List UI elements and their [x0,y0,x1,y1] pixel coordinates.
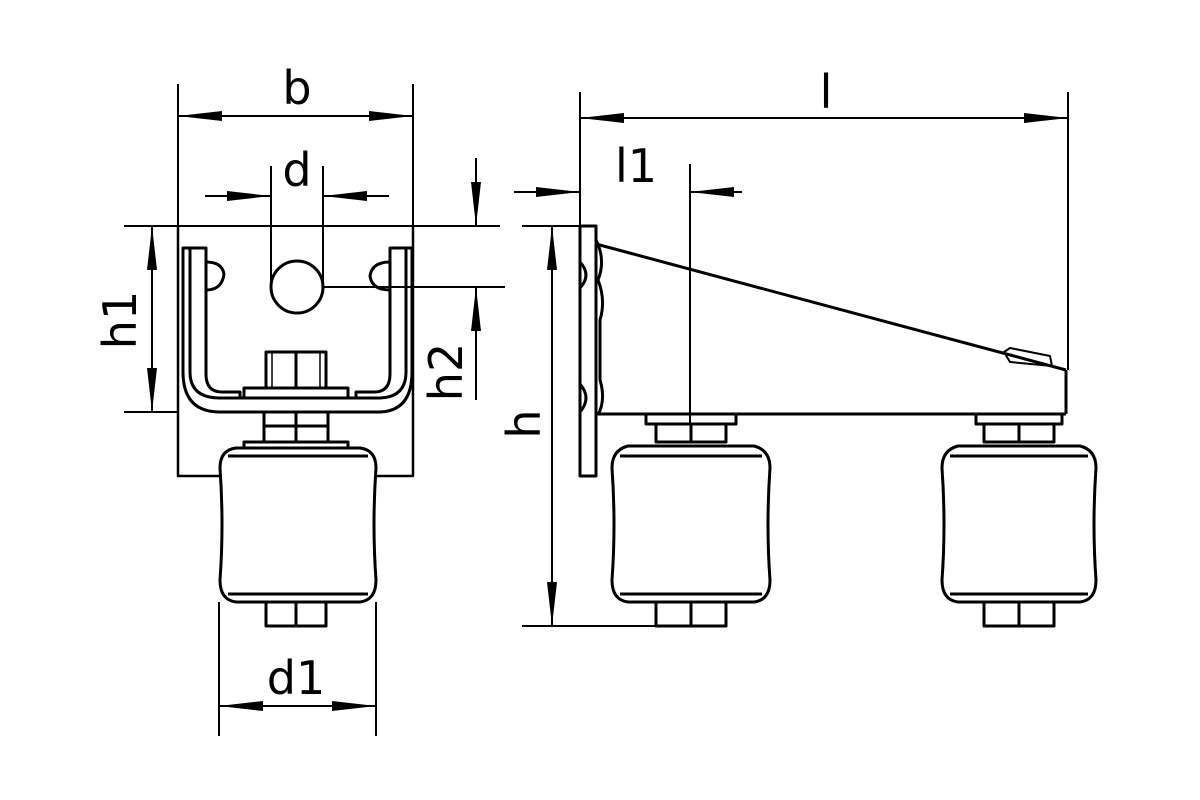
side-wheel-2 [940,412,1098,628]
u-bracket [181,246,414,414]
label-h2: h2 [419,343,473,401]
label-h1: h1 [93,291,147,349]
side-wheel-1 [610,412,772,628]
suspension-bolt [269,259,325,315]
label-b: b [282,61,311,115]
wheel-body [940,444,1098,604]
wheel-body [610,444,772,604]
bracket-right-lip [354,246,406,398]
side-view [578,224,1098,628]
plate-bolt-lower [578,383,588,413]
wedge-top-edge [595,242,1067,372]
end-detail [1003,347,1053,367]
label-l: l [820,65,833,119]
side-dimensions [514,92,1069,627]
right-tab [368,260,391,292]
mounting-plate [578,224,598,478]
plate-profile [594,239,605,416]
label-h: h [497,409,551,438]
label-l1: l1 [615,139,657,193]
left-tab [205,260,226,292]
label-d: d [282,143,311,197]
front-wheel [218,446,378,604]
front-view [176,226,415,628]
label-d1: d1 [267,651,325,705]
front-dimensions [124,84,505,736]
washer [242,386,350,400]
plate-bolt-upper [578,260,588,290]
bracket-left-lip [190,246,242,398]
